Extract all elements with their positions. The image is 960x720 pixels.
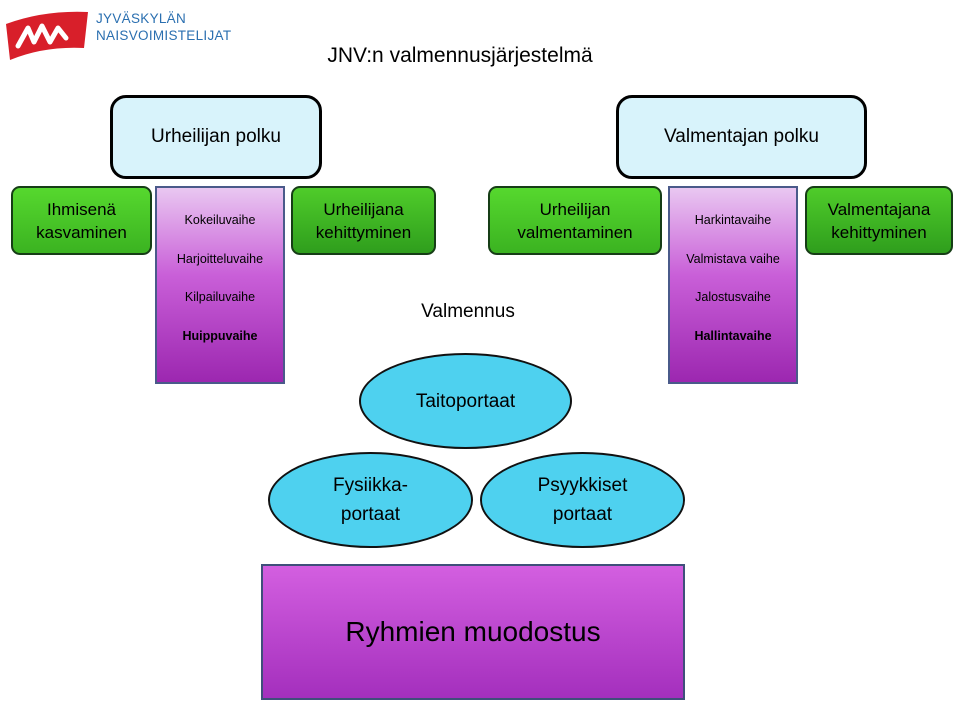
athlete-growth-line-1: Ihmisenä [47, 199, 116, 219]
coach-development-line-2: kehittyminen [831, 222, 927, 242]
mental-steps-ellipse: Psyykkiset portaat [480, 452, 685, 548]
athlete-development-line-2: kehittyminen [315, 222, 412, 242]
athlete-development-line-1: Urheilijana [323, 199, 404, 219]
valmennus-label: Valmennus [421, 301, 515, 322]
coach-stage-column: Harkintavaihe Valmistava vaihe Jalostusv… [668, 186, 798, 384]
coach-stage-2: Valmistava vaihe [686, 251, 780, 266]
mental-steps-line-2: portaat [552, 504, 613, 525]
group-formation-label: Ryhmien muodostus [345, 616, 601, 647]
physical-steps-line-2: portaat [340, 504, 401, 525]
physical-steps-line-1: Fysiikka- [333, 475, 408, 496]
athlete-stage-4: Huippuvaihe [182, 328, 258, 343]
physical-steps-ellipse: Fysiikka- portaat [268, 452, 473, 548]
mental-steps-line-1: Psyykkiset [537, 475, 628, 496]
coach-development-box: Valmentajana kehittyminen [805, 186, 953, 255]
coach-path-header: Valmentajan polku [616, 95, 867, 179]
skill-steps-ellipse: Taitoportaat [359, 353, 572, 449]
logo-line-2: NAISVOIMISTELIJAT [96, 28, 232, 43]
coach-coaching-line-2: valmentaminen [517, 222, 633, 242]
athlete-stage-column: Kokeiluvaihe Harjoitteluvaihe Kilpailuva… [155, 186, 285, 384]
athlete-stage-1: Kokeiluvaihe [184, 213, 256, 227]
coach-stage-1: Harkintavaihe [694, 213, 772, 227]
coach-coaching-line-1: Urheilijan [539, 199, 611, 219]
coach-stage-3: Jalostusvaihe [695, 290, 771, 304]
coach-stage-4: Hallintavaihe [694, 328, 772, 343]
group-formation-box: Ryhmien muodostus [261, 564, 685, 700]
athlete-path-header: Urheilijan polku [110, 95, 322, 179]
coach-coaching-box: Urheilijan valmentaminen [488, 186, 662, 255]
coach-development-line-1: Valmentajana [827, 199, 931, 219]
skill-steps-label: Taitoportaat [415, 390, 516, 412]
athlete-stage-2: Harjoitteluvaihe [176, 251, 264, 266]
athlete-stage-3: Kilpailuvaihe [184, 290, 256, 304]
athlete-development-box: Urheilijana kehittyminen [291, 186, 436, 255]
athlete-growth-box: Ihmisenä kasvaminen [11, 186, 152, 255]
coach-path-header-label: Valmentajan polku [664, 126, 819, 147]
jn-logo-icon [4, 8, 90, 62]
page-title: JNV:n valmennusjärjestelmä [327, 44, 593, 67]
logo-line-1: JYVÄSKYLÄN [96, 11, 187, 26]
athlete-path-header-label: Urheilijan polku [151, 126, 281, 147]
athlete-growth-line-2: kasvaminen [36, 222, 127, 242]
logo-wordmark: JYVÄSKYLÄN NAISVOIMISTELIJAT [96, 10, 231, 44]
